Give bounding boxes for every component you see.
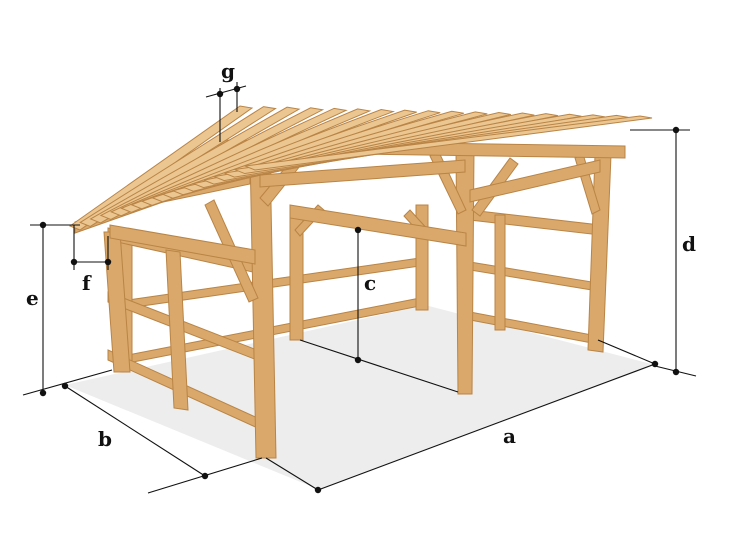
- dimension-markers: [39, 85, 680, 494]
- label-e: e: [26, 286, 39, 310]
- dot-d-1: [672, 126, 680, 134]
- dot-f-2: [104, 258, 112, 266]
- label-c: c: [364, 271, 376, 295]
- label-f: f: [82, 271, 92, 295]
- label-a: a: [503, 424, 516, 448]
- dot-c-2: [354, 356, 362, 364]
- right-wall-top-rail: [469, 209, 601, 236]
- dot-b-2: [201, 472, 209, 480]
- label-d: d: [682, 232, 696, 256]
- tie-beam-center: [289, 204, 467, 247]
- dot-g-2: [233, 85, 241, 93]
- tie-beam-back-center: [259, 159, 466, 188]
- tie-beam-left: [109, 224, 256, 265]
- dot-f-1: [70, 258, 78, 266]
- timber-frame: [68, 105, 653, 459]
- roof-rafters: [68, 105, 653, 231]
- dot-e-2: [39, 389, 47, 397]
- rafter: [68, 105, 254, 231]
- right-wall-middle-rail: [469, 261, 593, 291]
- tie-beam-right: [469, 159, 601, 203]
- dot-d-2: [672, 368, 680, 376]
- dot-a-2: [651, 360, 659, 368]
- right-wall-stud: [494, 214, 506, 331]
- dim-line-a: [317, 363, 656, 491]
- dim-ext-c: [299, 339, 459, 393]
- dot-b-1: [61, 382, 69, 390]
- dot-a-1: [314, 486, 322, 494]
- rafter: [243, 115, 653, 171]
- dim-line-b: [64, 385, 206, 477]
- dim-line-g: [205, 85, 247, 98]
- label-b: b: [98, 427, 112, 451]
- left-wall-stud: [165, 249, 189, 411]
- dot-e-1: [39, 221, 47, 229]
- ground-shadow: [65, 305, 655, 490]
- post-front-center: [455, 149, 475, 395]
- dim-ext-b-1: [22, 369, 113, 396]
- dim-ext-a-2: [597, 339, 656, 365]
- label-g: g: [221, 59, 235, 83]
- dot-c-1: [354, 226, 362, 234]
- dim-ext-a-1: [265, 457, 319, 491]
- dot-g-1: [216, 90, 224, 98]
